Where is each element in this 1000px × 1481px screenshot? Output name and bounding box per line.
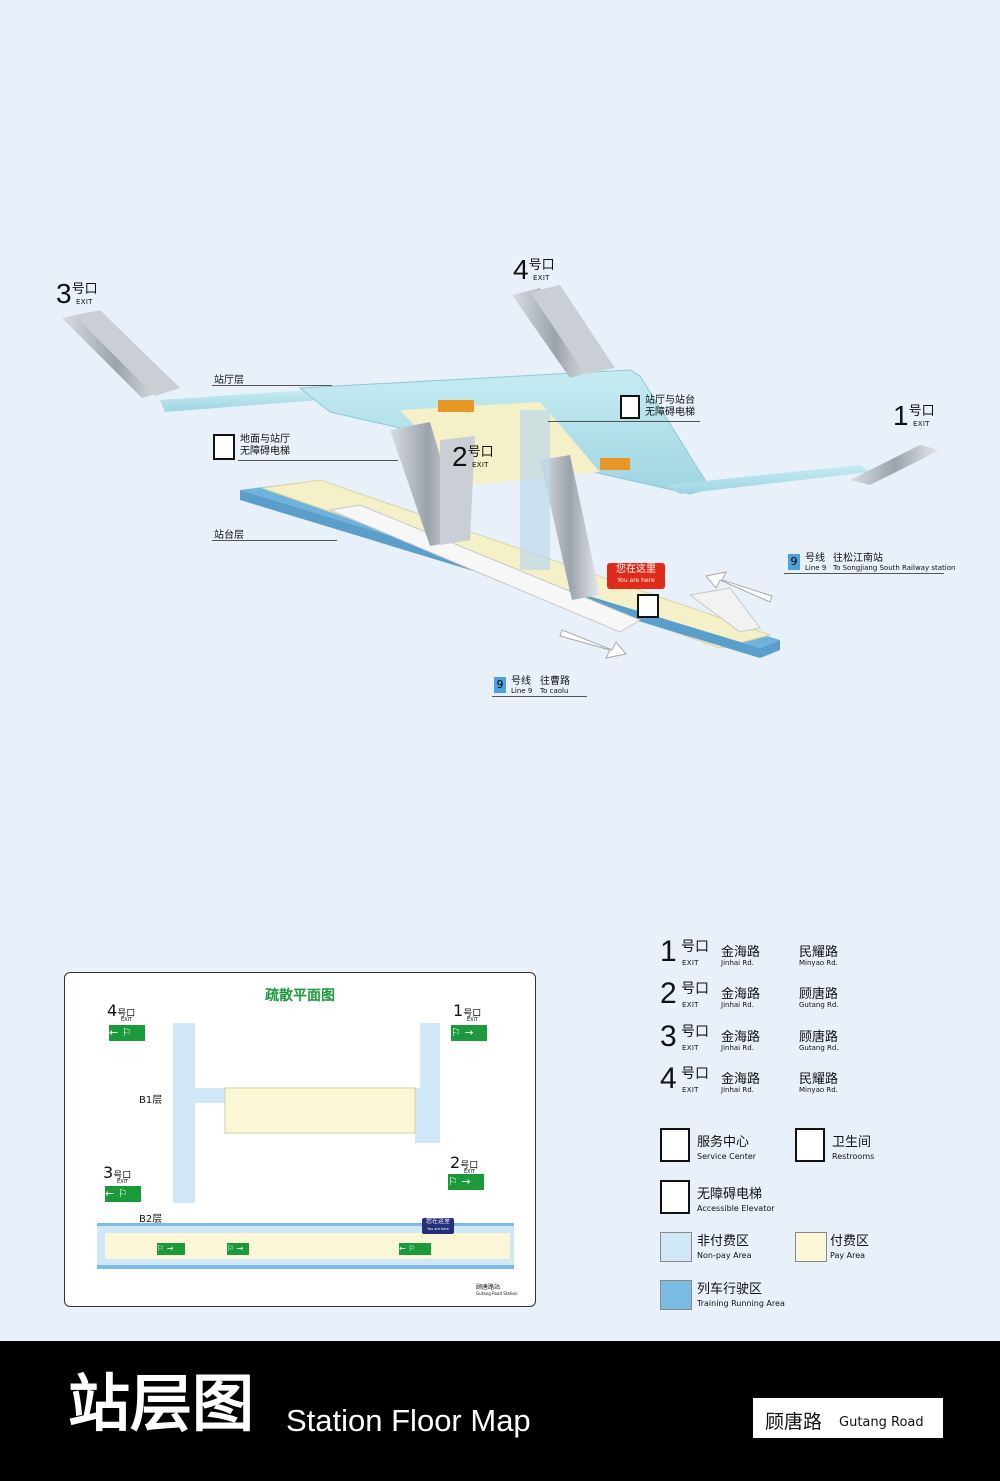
elevator-icon [213, 434, 235, 460]
footer-title-en: Station Floor Map [286, 1403, 531, 1438]
exit1-label: 1号口 EXIT [893, 400, 935, 431]
hall-platform-elevator-label: 站厅与站台无障碍电梯 [645, 395, 695, 418]
direction-caolu-leader [492, 696, 587, 697]
train-right [688, 587, 761, 633]
evac-title: 疏散平面图 [265, 988, 335, 1004]
exit3-label: 3号口 EXIT [56, 278, 98, 309]
evac-exit3-sign: ← ⚐ [105, 1186, 141, 1202]
fare-gates-1 [438, 400, 474, 412]
evac-b2-label: B2层 [139, 1214, 163, 1225]
hall-left-arm [160, 390, 320, 412]
evac-b2-exit-sign-1: ⚐ → [157, 1243, 185, 1255]
evac-exit4-sign: ← ⚐ [109, 1025, 145, 1041]
platform-level-leader [212, 540, 337, 541]
evac-exit1-sign: ⚐ → [451, 1025, 487, 1041]
restroom-icon [795, 1128, 825, 1162]
escalator-hall-to-platform [390, 422, 600, 600]
elevator-icon [620, 395, 640, 419]
arrow-to-songjiang [705, 571, 773, 603]
direction-songjiang-leader [784, 573, 944, 574]
nonpay-swatch [660, 1232, 692, 1262]
footer-station-en: Gutang Road [839, 1415, 924, 1430]
platform-floor [261, 479, 772, 649]
train-left [328, 504, 642, 633]
footer-bar: 站层图 Station Floor Map 顾唐路 Gutang Road [0, 1341, 1000, 1481]
exit4-label: 4号口 EXIT [513, 254, 555, 285]
evac-exit4: 4号口 EXIT [107, 1001, 136, 1023]
escalator-exit3 [62, 310, 180, 398]
evac-b1-label: B1层 [139, 1095, 163, 1106]
exit2-label: 2号口 EXIT [452, 441, 494, 472]
evacuation-plan: 疏散平面图 4号口 EXIT ← ⚐ 1号口 EXIT ⚐ → B1层 3号口 … [64, 972, 536, 1307]
evac-exit2: 2号口 EXIT [450, 1153, 479, 1175]
line9-badge: 9 [788, 554, 800, 570]
exit-row: 3 号口 EXIT 金海路 Jinhai Rd. 顾唐路 Gutang Rd. [660, 1020, 839, 1053]
elevator-shaft [520, 410, 550, 570]
accessible-elevator-icon [660, 1180, 690, 1214]
escalator-exit1 [850, 445, 940, 485]
exit-table: 1 号口 EXIT 金海路 Jinhai Rd. 民耀路 Minyao Rd. … [660, 935, 980, 1108]
track-swatch [660, 1280, 692, 1310]
footer-station-box: 顾唐路 Gutang Road [753, 1398, 943, 1438]
line9-badge: 9 [494, 677, 506, 693]
hall-level-label: 站厅层 [214, 375, 244, 386]
station-3d-illustration [62, 285, 940, 659]
evac-b2-exit-sign-2: ⚐ → [227, 1243, 249, 1255]
evac-exit1: 1号口 EXIT [453, 1001, 482, 1023]
exit-row: 1 号口 EXIT 金海路 Jinhai Rd. 民耀路 Minyao Rd. [660, 935, 839, 968]
evac-you-are-here: 您在这里 You are here [422, 1218, 454, 1234]
escalator-exit4 [512, 285, 615, 378]
evac-exit2-sign: ⚐ → [448, 1174, 484, 1190]
arrow-to-caolu [559, 629, 627, 659]
evac-b2-exit-sign-3: ← ⚐ [399, 1243, 431, 1255]
hall-right-arm [665, 465, 870, 494]
platform-level-label: 站台层 [214, 530, 244, 541]
ground-hall-elevator-leader [238, 460, 398, 461]
fare-gates-2 [600, 458, 630, 470]
you-are-here-marker: 您在这里 You are here [607, 563, 665, 589]
footer-station-cn: 顾唐路 [765, 1411, 823, 1433]
evac-plan-diagram [97, 1023, 514, 1269]
hall-level-leader [212, 385, 332, 386]
service-center-icon [660, 1128, 690, 1162]
pay-swatch [795, 1232, 827, 1262]
ground-hall-elevator-label: 地面与站厅无障碍电梯 [240, 434, 290, 457]
evac-exit3: 3号口 EXIT [103, 1163, 132, 1185]
exit-row: 4 号口 EXIT 金海路 Jinhai Rd. 民耀路 Minyao Rd. [660, 1062, 839, 1095]
footer-title-cn: 站层图 [68, 1367, 255, 1440]
restroom-icon [637, 594, 659, 618]
hall-platform-elevator-leader [548, 421, 700, 422]
exit-row: 2 号口 EXIT 金海路 Jinhai Rd. 顾唐路 Gutang Rd. [660, 977, 839, 1010]
